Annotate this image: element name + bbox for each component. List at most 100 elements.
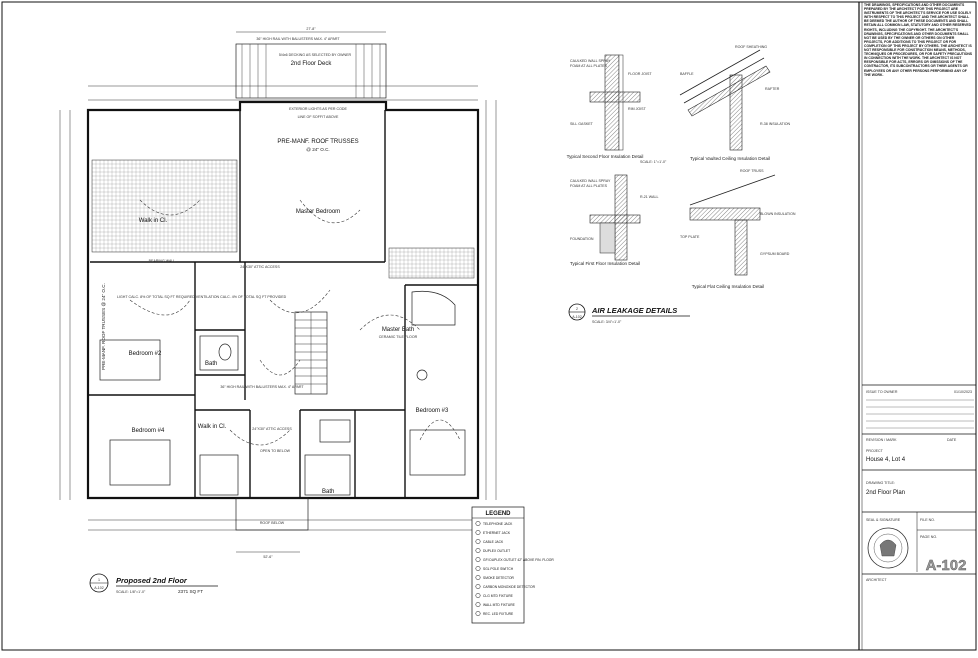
- plan-title: Proposed 2nd Floor: [116, 576, 188, 585]
- room-bath-2: Bath: [322, 489, 334, 495]
- room-master-bath: Master Bath: [382, 327, 414, 333]
- stairs: [294, 311, 328, 395]
- date-label: DATE: [947, 438, 957, 442]
- svg-text:ROOF TRUSS: ROOF TRUSS: [740, 169, 764, 173]
- drawing-title-value: 2nd Floor Plan: [866, 490, 905, 496]
- svg-text:RIM JOIST: RIM JOIST: [628, 107, 647, 111]
- room-bedroom-4: Bedroom #4: [132, 428, 165, 434]
- room-walk-in-2: Walk in Cl.: [198, 424, 227, 430]
- legend-item: SMOKE DETECTOR: [483, 576, 515, 580]
- legend-symbol-icon: [475, 602, 481, 607]
- svg-text:BAFFLE: BAFFLE: [680, 72, 694, 76]
- svg-text:A-102: A-102: [572, 315, 582, 319]
- legend-item: TELEPHONE JACK: [483, 522, 513, 526]
- ext-lights-note: EXTERIOR LIGHTS AS PER CODE: [289, 107, 347, 111]
- legend-symbol-icon: [475, 557, 481, 562]
- detail-4-title: Typical Flat Ceiling Insulation Detail: [692, 284, 765, 289]
- legend-item: GFI DUPLEX OUTLET 42" ABOVE FIN. FLOOR: [483, 558, 554, 562]
- room-walk-in-1: Walk in Cl.: [139, 218, 168, 224]
- attic-access-note-2: 24"X30" ATTIC ACCESS: [252, 427, 292, 431]
- legend-symbol-icon: [475, 539, 481, 544]
- attic-access-note-1: 24"X30" ATTIC ACCESS: [240, 265, 280, 269]
- legend-title: LEGEND: [485, 511, 511, 517]
- legend-item: CLG MTD FIXTURE: [483, 594, 514, 598]
- legend-item: ETHERNET JACK: [483, 531, 511, 535]
- room-bedroom-2: Bedroom #2: [129, 351, 162, 357]
- legend-symbol-icon: [475, 521, 481, 526]
- issue-label: ISSUE TO OWNER: [866, 390, 898, 394]
- roof-below-left: [91, 159, 238, 253]
- svg-text:BLOWN INSULATION: BLOWN INSULATION: [760, 212, 796, 216]
- drawing-title-label: DRAWING TITLE:: [866, 481, 895, 485]
- detail-flat-ceiling: ROOF TRUSS BLOWN INSULATION TOP PLATE GYPS…: [680, 169, 796, 289]
- svg-text:2: 2: [576, 307, 578, 311]
- title-block: THE DRAWINGS, SPECIFICATIONS AND OTHER D…: [862, 3, 976, 582]
- svg-text:CAULKED WALL SPRAY: CAULKED WALL SPRAY: [570, 179, 611, 183]
- bottom-bump: [235, 497, 309, 531]
- legend-item: CARBON MONOXIDE DETECTOR: [483, 585, 536, 589]
- detail-3-title: Typical First Floor Insulation Detail: [570, 261, 640, 266]
- detail-2-title: Typical Vaulted Ceiling Insulation Detai…: [690, 156, 770, 161]
- plan-area: 2371 SQ FT: [178, 589, 203, 594]
- svg-text:SILL GASKET: SILL GASKET: [570, 122, 594, 126]
- roof-below-right: [388, 247, 475, 279]
- svg-text:R-21 WALL: R-21 WALL: [640, 195, 658, 199]
- room-bedroom-3: Bedroom #3: [416, 408, 449, 414]
- rail-note-deck: 36" HIGH RAIL WITH BALUSTERS MAX. 4" APA…: [256, 37, 340, 41]
- bottom-dimension: 52'-6": [263, 555, 273, 559]
- legend-symbol-icon: [475, 566, 481, 571]
- svg-text:TOP PLATE: TOP PLATE: [680, 235, 700, 239]
- detail-1-title: Typical Second Floor Insulation Detail: [567, 154, 644, 159]
- plan-scale: SCALE: 1/8"=1'-0": [116, 590, 146, 594]
- svg-text:1: 1: [98, 578, 100, 582]
- light-calc-note: LIGHT CALC. 8% OF TOTAL SQ FT REQUIRED V…: [117, 295, 287, 299]
- sheet-number: A-102: [926, 557, 967, 574]
- page-no-label: PAGE NO.: [920, 535, 937, 539]
- details-scale: SCALE: 3/4"=1'-0": [592, 320, 622, 324]
- bearing-wall-note: BEARING WALL: [149, 259, 176, 263]
- legend-item: CABLE JACK: [483, 540, 504, 544]
- exterior-walls: [86, 100, 480, 500]
- legend-symbol-icon: [475, 575, 481, 580]
- architect-label: ARCHITECT: [866, 578, 887, 582]
- rail-note-stairs: 36" HIGH RAIL WITH BALUSTERS MAX. 4" APA…: [220, 385, 304, 389]
- legend-symbol-icon: [475, 584, 481, 589]
- trusses-note-main: PRE-MANF. ROOF TRUSSES: [277, 139, 358, 145]
- svg-text:FOAM AT ALL PLATES: FOAM AT ALL PLATES: [570, 184, 608, 188]
- legend-item: WALL MTD FIXTURE: [483, 603, 516, 607]
- top-dimension: 27'-8": [306, 27, 316, 31]
- deck-outline: [235, 43, 387, 99]
- legend-symbol-icon: [475, 611, 481, 616]
- file-no-label: FILE NO.: [920, 518, 935, 522]
- soffit-note: LINE OF SOFFIT ABOVE: [298, 115, 339, 119]
- revision-label: REVISION / MARK: [866, 438, 897, 442]
- trusses-note-side: PRE-MANF. ROOF TRUSSES @ 24" O.C.: [101, 283, 106, 370]
- svg-text:RAFTER: RAFTER: [765, 87, 780, 91]
- ceramic-floor-note: CERAMIC TILE FLOOR: [379, 335, 418, 339]
- legend-item: DUPLEX OUTLET: [483, 549, 510, 553]
- issue-date: 01/10/2023: [954, 390, 972, 394]
- room-bath-1: Bath: [205, 361, 217, 367]
- svg-text:ROOF SHEATHING: ROOF SHEATHING: [735, 45, 767, 49]
- deck-label: 2nd Floor Deck: [291, 61, 333, 67]
- legend-symbol-icon: [475, 593, 481, 598]
- svg-text:R-38 INSULATION: R-38 INSULATION: [760, 122, 790, 126]
- seal-label: SEAL & SIGNATURE: [866, 518, 901, 522]
- svg-text:CAULKED WALL SPRAY: CAULKED WALL SPRAY: [570, 59, 611, 63]
- svg-text:SCALE: 1"=1'-0": SCALE: 1"=1'-0": [640, 160, 667, 164]
- svg-text:GYPSUM BOARD: GYPSUM BOARD: [760, 252, 790, 256]
- svg-text:FOAM AT ALL PLATES: FOAM AT ALL PLATES: [570, 64, 608, 68]
- svg-text:FLOOR JOIST: FLOOR JOIST: [628, 72, 652, 76]
- details-title: AIR LEAKAGE DETAILS: [591, 306, 677, 315]
- legend-item: SGL POLE SWITCH: [483, 567, 514, 571]
- decking-note: 5/4x6 DECKING AS SELECTED BY OWNER: [279, 53, 352, 57]
- legend: LEGEND TELEPHONE JACK ETHERNET JACK CABLE …: [471, 506, 554, 624]
- svg-text:A-102: A-102: [94, 586, 104, 590]
- legend-symbol-icon: [475, 530, 481, 535]
- svg-text:FOUNDATION: FOUNDATION: [570, 237, 594, 241]
